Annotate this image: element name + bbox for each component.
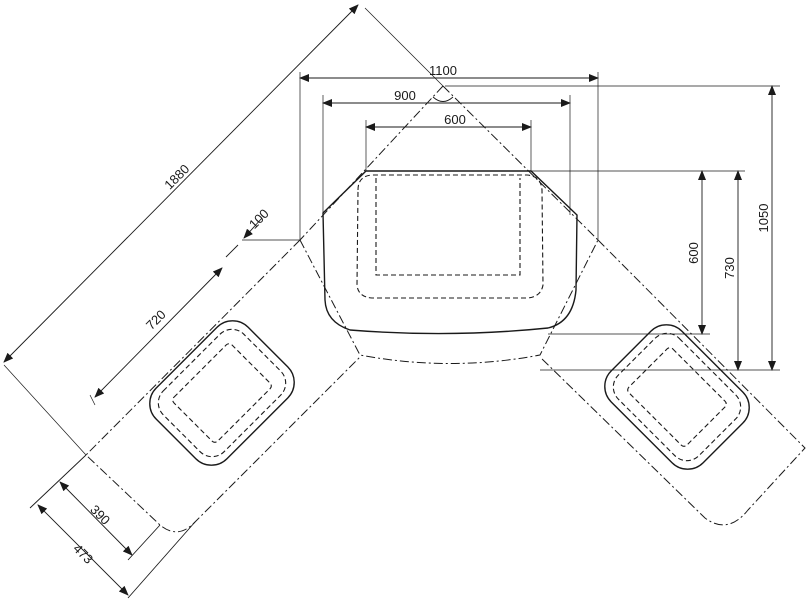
dim-label-720: 720 — [143, 307, 169, 333]
center-basin — [322, 170, 578, 335]
dim-label-1050: 1050 — [756, 204, 771, 233]
center-basin-rim-dashed — [356, 174, 544, 299]
right-basin-bowl-dashed — [627, 347, 727, 447]
left-basin-rim-dashed — [157, 328, 287, 458]
center-basin-bowl-dashed — [375, 178, 521, 276]
right-basin-outer-edge — [604, 324, 750, 470]
dim-label-1100: 1100 — [429, 63, 457, 78]
dim-label-600-horizontal: 600 — [444, 112, 466, 127]
dim-line-100 — [243, 217, 263, 239]
dim-label-100: 100 — [246, 206, 272, 232]
left-basin-outer-edge — [149, 320, 295, 466]
dim-label-390: 390 — [87, 502, 113, 528]
dim-label-600-vertical: 600 — [686, 242, 701, 264]
dim-line-473 — [37, 504, 129, 596]
left-basin — [149, 320, 295, 466]
apex-angle-arc — [432, 96, 454, 102]
extension-lines — [3, 7, 780, 456]
dim-label-473: 473 — [70, 541, 96, 567]
dim-line-720 — [94, 267, 223, 398]
center-basin-outer-edge — [322, 170, 578, 335]
dim-label-900: 900 — [394, 88, 416, 103]
dim-line-1880 — [3, 4, 359, 363]
dim-label-730: 730 — [722, 257, 737, 279]
countertop-outline — [85, 85, 806, 533]
right-basin — [604, 324, 750, 470]
dimension-lines — [3, 4, 776, 599]
right-basin-rim-dashed — [612, 332, 742, 462]
